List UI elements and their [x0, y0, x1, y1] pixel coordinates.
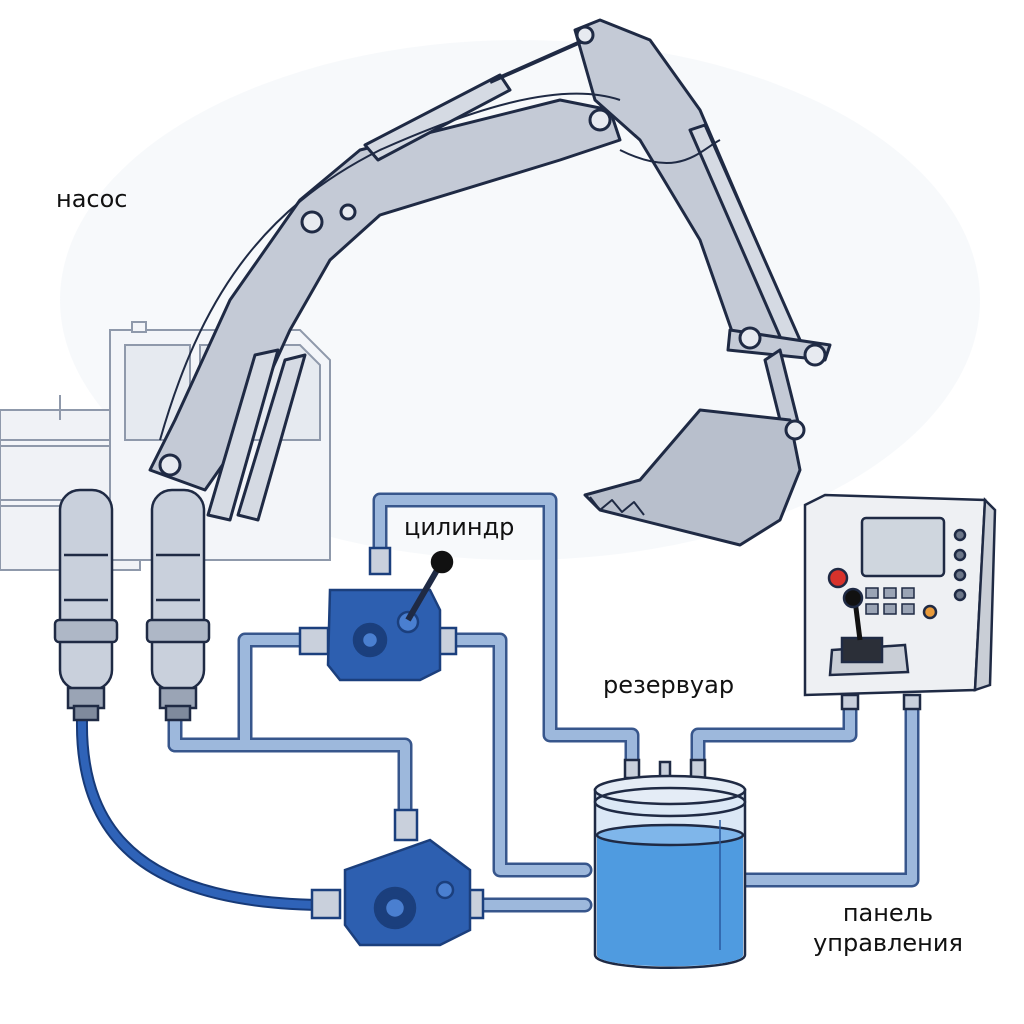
reservoir-tank-icon — [593, 758, 747, 969]
accumulator-right — [145, 488, 211, 722]
control-valve-icon — [298, 546, 458, 682]
cylinder-accumulator-icon — [53, 488, 211, 722]
label-reservoir: резервуар — [603, 671, 735, 699]
label-control-panel: панель управления — [808, 898, 968, 958]
excavator-boom — [148, 18, 832, 547]
label-control-panel-line2: управления — [813, 929, 963, 957]
hydraulic-pump-icon — [310, 808, 485, 947]
pipe-network — [167, 492, 920, 913]
accumulator-left — [53, 488, 119, 722]
label-pump: насос — [56, 185, 128, 213]
joystick-icon — [828, 587, 910, 677]
blue-hose — [75, 719, 331, 911]
control-panel-icon — [803, 493, 997, 711]
label-control-panel-line1: панель — [842, 899, 934, 927]
label-cylinder: цилиндр — [404, 513, 515, 541]
